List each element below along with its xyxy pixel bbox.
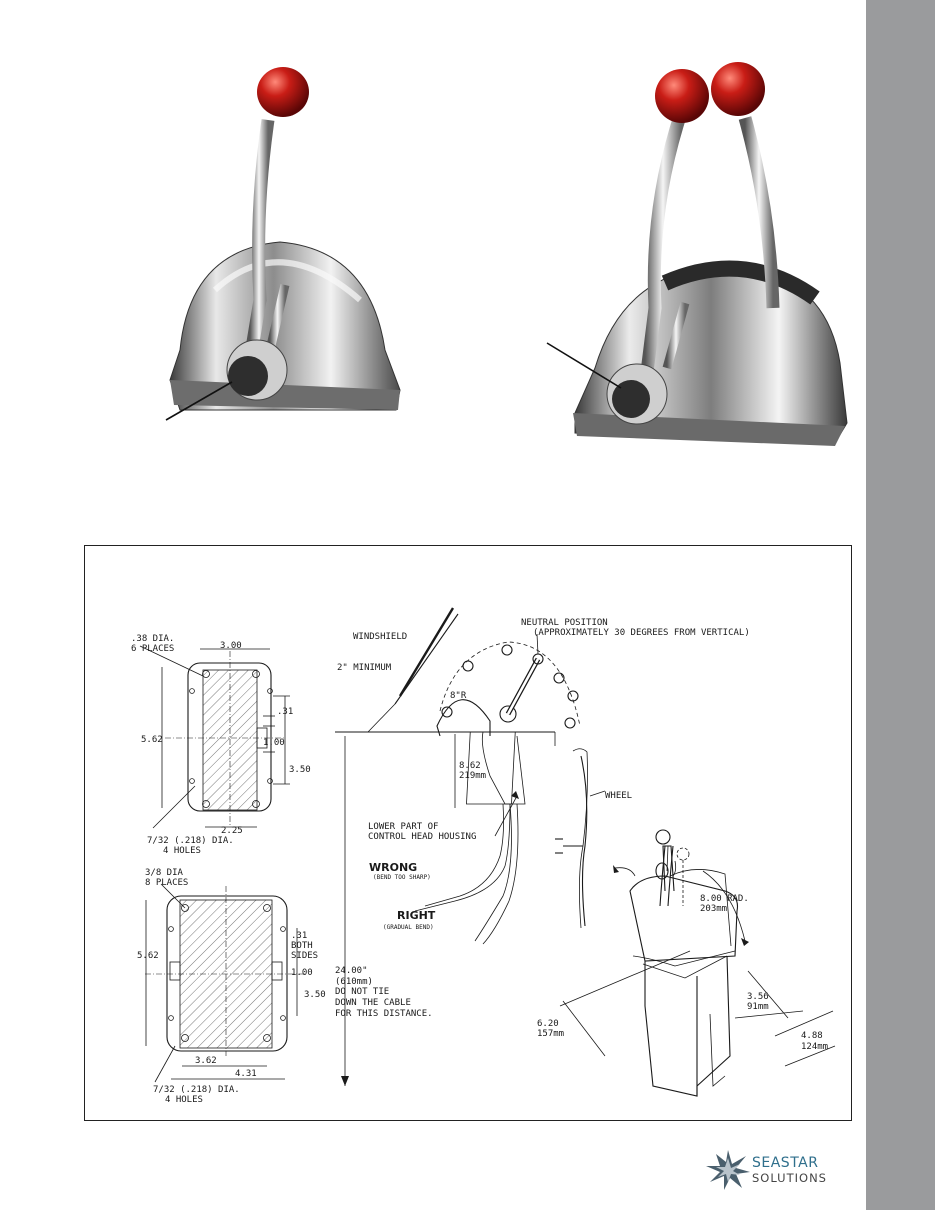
iso-rad-mm: 203mm xyxy=(700,904,727,914)
single-mount-1: 7/32 (.218) DIA. xyxy=(147,836,234,846)
brand-name-line-1: SEASTAR xyxy=(752,1155,819,1171)
single-width: 3.00 xyxy=(220,641,242,651)
dual-holes-note-1: 3/8 DIA xyxy=(145,868,184,878)
single-bottom: 2.25 xyxy=(221,826,243,836)
depth-mm: 219mm xyxy=(459,771,486,781)
wrong-note: (BEND TOO SHARP) xyxy=(373,874,431,881)
depth-in: 8.62 xyxy=(459,761,481,771)
minimum-label: 2" MINIMUM xyxy=(337,663,392,673)
iso-d-mm: 91mm xyxy=(747,1002,769,1012)
right-note: (GRADUAL BEND) xyxy=(383,924,434,931)
isometric-view: 8.00 RAD. 203mm 6.20 157mm 3.56 91mm 4.8… xyxy=(537,829,836,1097)
neutral-label-1: NEUTRAL POSITION xyxy=(521,618,608,628)
wheel-label: WHEEL xyxy=(605,791,632,801)
dual-lever-control-photo xyxy=(546,62,848,446)
single-side: 3.50 xyxy=(289,765,311,775)
dual-mount-template: 3/8 DIA 8 PLACES 5.62 .31 BOTH SIDES 1.0… xyxy=(137,868,326,1105)
iso-rad-in: 8.00 RAD. xyxy=(700,894,749,904)
dual-bottom-431: 4.31 xyxy=(235,1069,257,1079)
iso-w-mm: 157mm xyxy=(537,1029,564,1039)
single-offset: .31 xyxy=(277,707,293,717)
tie-note-1: DO NOT TIE xyxy=(335,987,389,997)
lower-part-1: LOWER PART OF xyxy=(368,822,438,832)
dual-offset: .31 xyxy=(291,931,307,941)
dual-gap: 1.00 xyxy=(291,968,313,978)
windshield-label: WINDSHIELD xyxy=(353,632,407,642)
dual-mount-2: 4 HOLES xyxy=(165,1095,203,1105)
right-label: RIGHT xyxy=(397,909,436,922)
single-gap: 1.00 xyxy=(263,738,285,748)
dual-height: 5.62 xyxy=(137,951,159,961)
tie-note-3: FOR THIS DISTANCE. xyxy=(335,1009,433,1019)
tie-note-2: DOWN THE CABLE xyxy=(335,998,411,1008)
dual-both: BOTH xyxy=(291,941,313,951)
radius-label: 8"R xyxy=(450,691,467,701)
installation-side-view: NEUTRAL POSITION (APPROXIMATELY 30 DEGRE… xyxy=(335,607,750,1086)
dual-sides: SIDES xyxy=(291,951,318,961)
single-holes-note-1: .38 DIA. xyxy=(131,634,174,644)
single-holes-note-2: 6 PLACES xyxy=(131,644,174,654)
length-mm: (610mm) xyxy=(335,977,373,987)
seastar-logo-icon xyxy=(706,1150,750,1190)
dual-holes-note-2: 8 PLACES xyxy=(145,878,188,888)
single-height: 5.62 xyxy=(141,735,163,745)
iso-w-in: 6.20 xyxy=(537,1019,559,1029)
neutral-label-2: (APPROXIMATELY 30 DEGREES FROM VERTICAL) xyxy=(533,628,750,638)
brand-name-line-2: SOLUTIONS xyxy=(752,1171,827,1185)
dual-mount-1: 7/32 (.218) DIA. xyxy=(153,1085,240,1095)
lower-part-2: CONTROL HEAD HOUSING xyxy=(368,832,476,842)
wrong-label: WRONG xyxy=(369,861,417,874)
single-lever-control-photo xyxy=(165,67,401,421)
single-mount-template: .38 DIA. 6 PLACES 3.00 5.62 .31 1.00 3.5… xyxy=(131,634,311,856)
iso-h-mm: 124mm xyxy=(801,1042,828,1052)
length-in: 24.00" xyxy=(335,966,368,976)
installation-drawing: .38 DIA. 6 PLACES 3.00 5.62 .31 1.00 3.5… xyxy=(84,545,852,1121)
single-mount-2: 4 HOLES xyxy=(163,846,201,856)
page-side-bar xyxy=(866,0,935,1210)
dual-bottom-362: 3.62 xyxy=(195,1056,217,1066)
iso-h-in: 4.88 xyxy=(801,1031,823,1041)
iso-d-in: 3.56 xyxy=(747,992,769,1002)
dual-side: 3.50 xyxy=(304,990,326,1000)
